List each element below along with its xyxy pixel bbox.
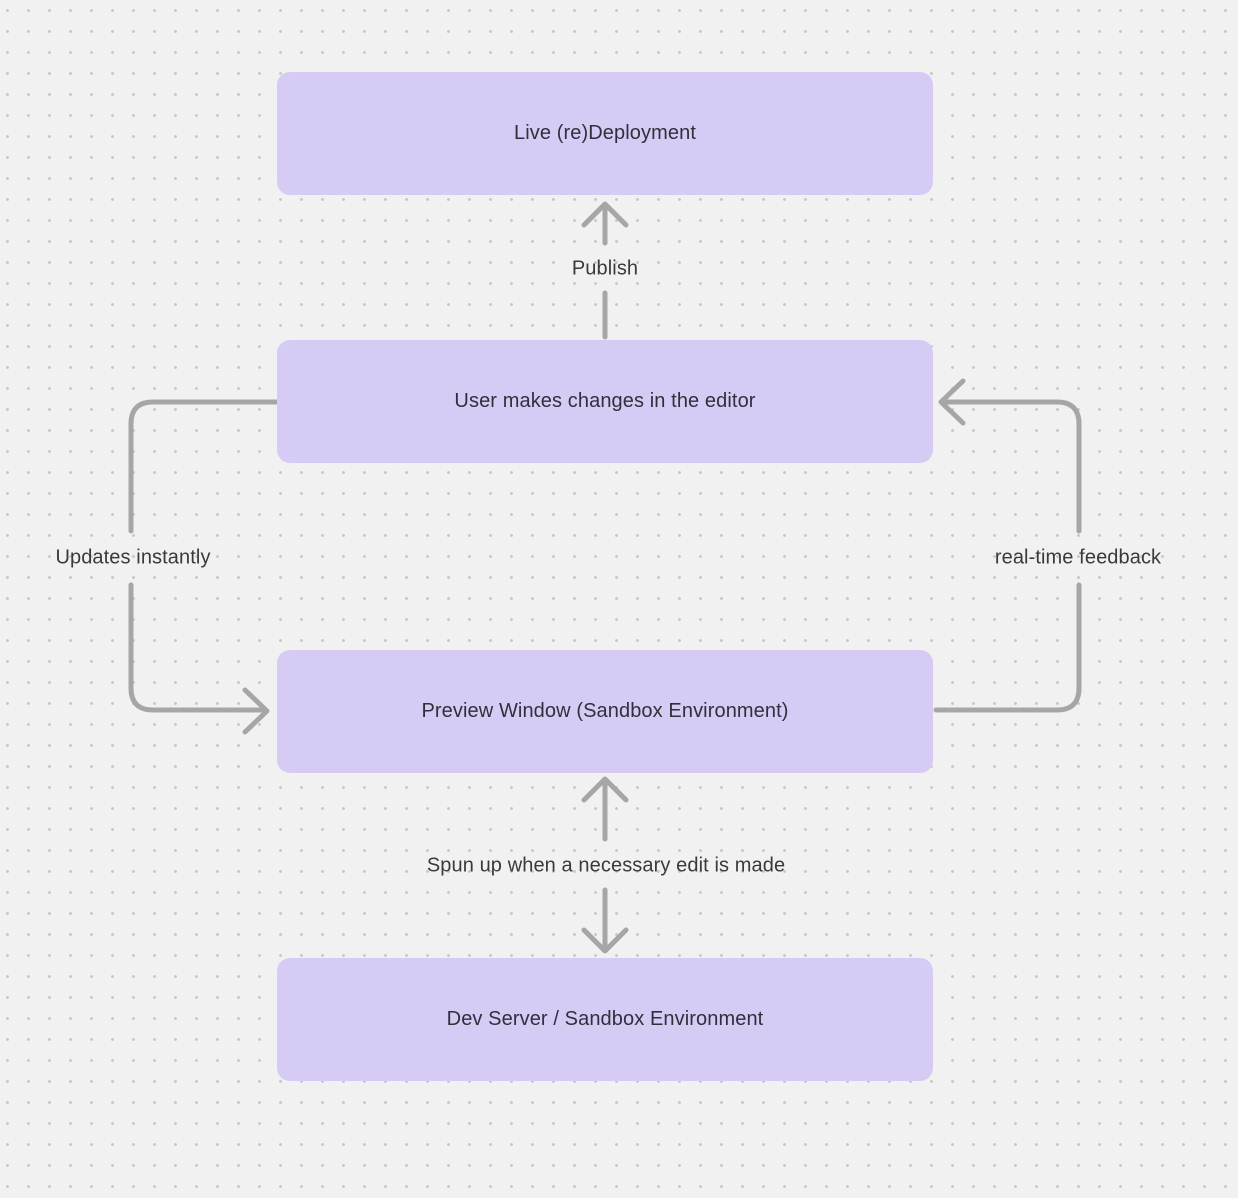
node-preview-window: Preview Window (Sandbox Environment) xyxy=(277,650,933,773)
edge-label-realtime-feedback: real-time feedback xyxy=(994,546,1162,569)
node-dev-server: Dev Server / Sandbox Environment xyxy=(277,958,933,1081)
node-dev-server-label: Dev Server / Sandbox Environment xyxy=(446,1008,764,1030)
edge-label-spun-up: Spun up when a necessary edit is made xyxy=(426,854,786,877)
node-user-editor-label: User makes changes in the editor xyxy=(454,390,756,412)
arrow-publish xyxy=(581,201,629,340)
node-preview-window-label: Preview Window (Sandbox Environment) xyxy=(421,700,789,722)
node-live-redeployment: Live (re)Deployment xyxy=(277,72,933,195)
edge-label-publish: Publish xyxy=(571,257,639,280)
arrow-spun-up xyxy=(581,776,629,954)
edge-label-updates-instantly: Updates instantly xyxy=(55,546,211,569)
arrow-updates-instantly xyxy=(128,399,280,735)
node-live-redeployment-label: Live (re)Deployment xyxy=(514,122,696,144)
node-user-editor: User makes changes in the editor xyxy=(277,340,933,463)
arrow-realtime-feedback xyxy=(933,378,1082,713)
